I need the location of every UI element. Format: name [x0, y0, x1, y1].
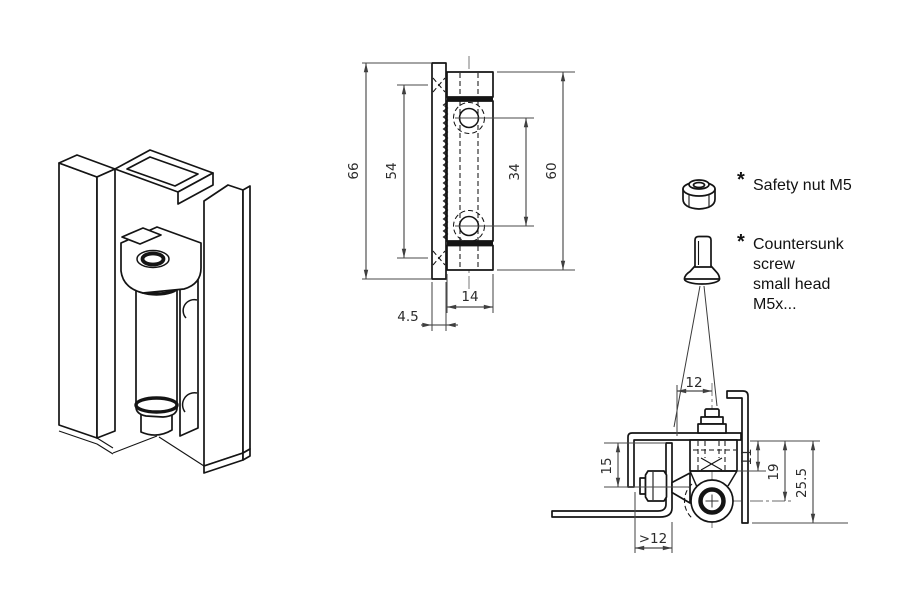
- safety-nut-section: [644, 470, 668, 502]
- dim-pin-axis-depth: 19: [766, 463, 782, 480]
- hinge-leaf-plate: [431, 62, 447, 280]
- countersunk-head-section: [671, 472, 691, 504]
- screw-asterisk-marker: *: [737, 231, 745, 253]
- door-edge-sheet: [726, 390, 749, 524]
- dim-body-height: 60: [544, 162, 560, 179]
- dim-flange-overlap: 15: [599, 457, 615, 474]
- isometric-view: [58, 149, 251, 474]
- isometric-profile: [58, 149, 251, 474]
- hinge-body-section: [689, 439, 738, 472]
- nut-label: Safety nut M5: [753, 177, 852, 194]
- section-part: [551, 383, 794, 531]
- hinge-bottom-block: [446, 244, 494, 271]
- dim-plate-thickness: 4.5: [397, 309, 418, 325]
- door-top-sheet: [627, 432, 742, 488]
- vertical-screw-cap: [704, 408, 720, 418]
- dim-plate-hole-spacing: 54: [384, 162, 400, 179]
- frame-flange-sheet: [551, 442, 673, 518]
- callout-leader-lines: [673, 285, 718, 428]
- parts-callouts: * Safety nut M5 * Countersunk screw smal…: [673, 169, 852, 428]
- dim-plate-height: 66: [346, 162, 362, 179]
- screw-label-line3: small head: [753, 276, 830, 293]
- screw-label-line1: Countersunk: [753, 236, 845, 253]
- screw-label-line2: screw: [753, 256, 795, 273]
- dim-body-hole-spacing: 34: [507, 163, 523, 180]
- dim-screw-axis-offset: 12: [685, 375, 702, 391]
- dim-overall-depth: 25.5: [794, 468, 810, 498]
- section-view: 12 15 >12 11 19 25.5: [551, 375, 848, 553]
- dim-min-clearance: >12: [639, 531, 668, 547]
- dim-body-width: 14: [461, 289, 478, 305]
- front-view-part: [431, 56, 494, 292]
- countersunk-screw-icon: [683, 235, 721, 285]
- screw-label-line4: M5x...: [753, 296, 797, 313]
- hinge-top-block: [446, 71, 494, 98]
- isometric-hinge: [120, 226, 202, 437]
- front-view: 66 54 34 60 14 4.5: [346, 56, 575, 331]
- nut-asterisk-marker: *: [737, 169, 745, 191]
- front-view-dimensions: 66 54 34 60 14 4.5: [346, 62, 575, 331]
- section-dimensions: 12 15 >12 11 19 25.5: [599, 375, 848, 553]
- safety-nut-icon: [682, 179, 716, 210]
- dim-thread-reach: 11: [739, 448, 755, 465]
